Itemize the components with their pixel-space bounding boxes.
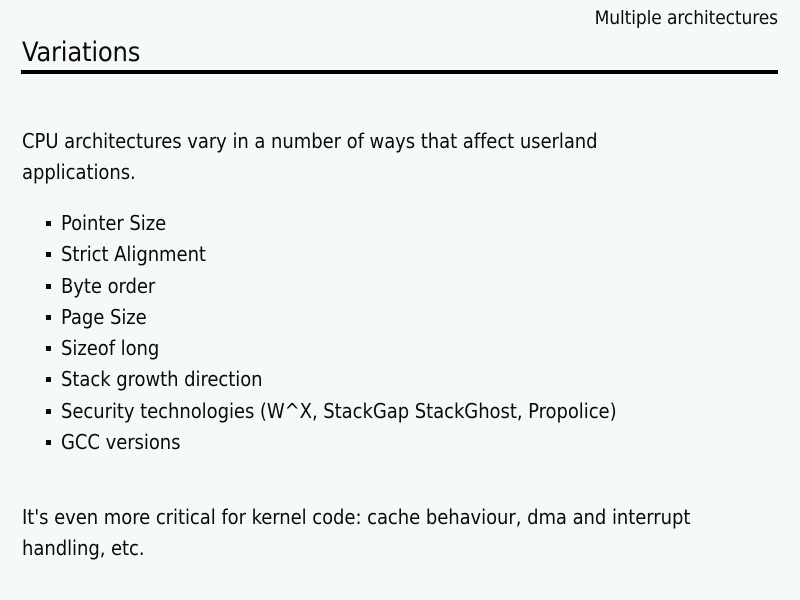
page-title: Variations — [22, 37, 141, 68]
list-item-label: Byte order — [61, 273, 156, 298]
slide-body: CPU architectures vary in a number of wa… — [22, 106, 774, 584]
list-item-label: GCC versions — [61, 430, 181, 455]
list-item-label: Security technologies (W^X, StackGap Sta… — [61, 398, 617, 423]
list-item: GCC versions — [46, 427, 774, 458]
header-kicker: Multiple architectures — [594, 7, 778, 29]
list-item-label: Sizeof long — [61, 336, 160, 361]
list-item: Byte order — [46, 271, 774, 302]
header-divider — [21, 70, 778, 74]
list-item: Strict Alignment — [46, 239, 774, 270]
list-item: Sizeof long — [46, 333, 774, 364]
list-item-label: Pointer Size — [61, 211, 167, 235]
closing-paragraph: It's even more critical for kernel code:… — [22, 505, 691, 561]
bullet-square-icon — [46, 408, 51, 414]
intro-paragraph: CPU architectures vary in a number of wa… — [22, 129, 598, 184]
bullet-square-icon — [46, 314, 51, 320]
bullet-square-icon — [46, 346, 51, 352]
list-item: Page Size — [46, 302, 774, 333]
list-item: Security technologies (W^X, StackGap Sta… — [46, 396, 774, 427]
list-item: Pointer Size — [46, 208, 774, 239]
variations-list: Pointer Size Strict Alignment Byte order… — [22, 208, 774, 458]
bullet-square-icon — [46, 283, 51, 289]
list-item-label: Stack growth direction — [61, 367, 263, 392]
list-item-label: Strict Alignment — [61, 242, 206, 267]
list-item: Stack growth direction — [46, 364, 774, 395]
bullet-square-icon — [46, 377, 51, 383]
bullet-square-icon — [46, 440, 51, 446]
bullet-square-icon — [46, 221, 51, 226]
bullet-square-icon — [46, 252, 51, 258]
list-item-label: Page Size — [61, 304, 147, 329]
slide-header: Multiple architectures Variations — [0, 0, 800, 80]
